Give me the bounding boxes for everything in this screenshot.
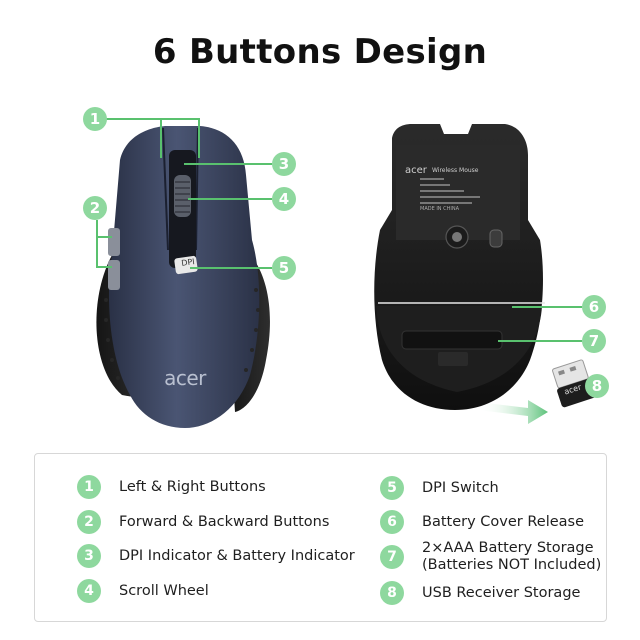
bottom-brand: acer	[405, 165, 427, 176]
legend-item-1: 1 Left & Right Buttons	[77, 475, 266, 499]
legend-text-line1: 2×AAA Battery Storage	[422, 540, 594, 556]
legend-number: 6	[380, 510, 404, 534]
legend-text: USB Receiver Storage	[422, 584, 581, 601]
legend-text: DPI Indicator & Battery Indicator	[119, 547, 355, 564]
marker-7: 7	[582, 329, 606, 353]
legend-item-5: 5 DPI Switch	[380, 476, 499, 500]
marker-5: 5	[272, 256, 296, 280]
bottom-model: Wireless Mouse	[432, 167, 479, 174]
marker-8: 8	[585, 374, 609, 398]
marker-3: 3	[272, 152, 296, 176]
legend-item-8: 8 USB Receiver Storage	[380, 581, 580, 605]
callout-line-6	[512, 306, 582, 308]
legend-item-4: 4 Scroll Wheel	[77, 579, 209, 603]
legend-text-line2: (Batteries NOT Included)	[422, 557, 602, 573]
callout-line-3	[184, 163, 272, 165]
legend-number: 4	[77, 579, 101, 603]
legend-item-7: 7 2×AAA Battery Storage (Batteries NOT I…	[380, 540, 601, 574]
callout-line-1-left	[160, 118, 162, 158]
page-title: 6 Buttons Design	[152, 32, 488, 72]
legend-number: 8	[380, 581, 404, 605]
legend-text: DPI Switch	[422, 479, 499, 496]
marker-2: 2	[83, 196, 107, 220]
legend-number: 7	[380, 545, 404, 569]
legend-number: 2	[77, 510, 101, 534]
legend-number: 5	[380, 476, 404, 500]
legend-text: Scroll Wheel	[119, 582, 209, 599]
mouse-brand: acer	[164, 366, 206, 390]
callout-line-2	[96, 220, 98, 266]
legend-text: Battery Cover Release	[422, 513, 584, 530]
marker-1: 1	[83, 107, 107, 131]
legend-text: Left & Right Buttons	[119, 478, 266, 495]
legend-box: 1 Left & Right Buttons 2 Forward & Backw…	[34, 453, 607, 622]
made-in-label: MADE IN CHINA	[420, 206, 460, 212]
legend-item-6: 6 Battery Cover Release	[380, 510, 584, 534]
callout-line-2b	[96, 266, 112, 268]
marker-6: 6	[582, 295, 606, 319]
callout-line-1-right	[198, 118, 200, 158]
callout-line-5	[190, 267, 272, 269]
callout-line-1	[106, 118, 198, 120]
callout-line-2a	[96, 236, 112, 238]
legend-text: 2×AAA Battery Storage (Batteries NOT Inc…	[422, 540, 601, 574]
legend-item-3: 3 DPI Indicator & Battery Indicator	[77, 544, 355, 568]
legend-item-2: 2 Forward & Backward Buttons	[77, 510, 329, 534]
legend-text: Forward & Backward Buttons	[119, 513, 330, 530]
legend-number: 3	[77, 544, 101, 568]
callout-line-7	[498, 340, 582, 342]
marker-4: 4	[272, 187, 296, 211]
legend-number: 1	[77, 475, 101, 499]
callout-line-4	[188, 198, 272, 200]
